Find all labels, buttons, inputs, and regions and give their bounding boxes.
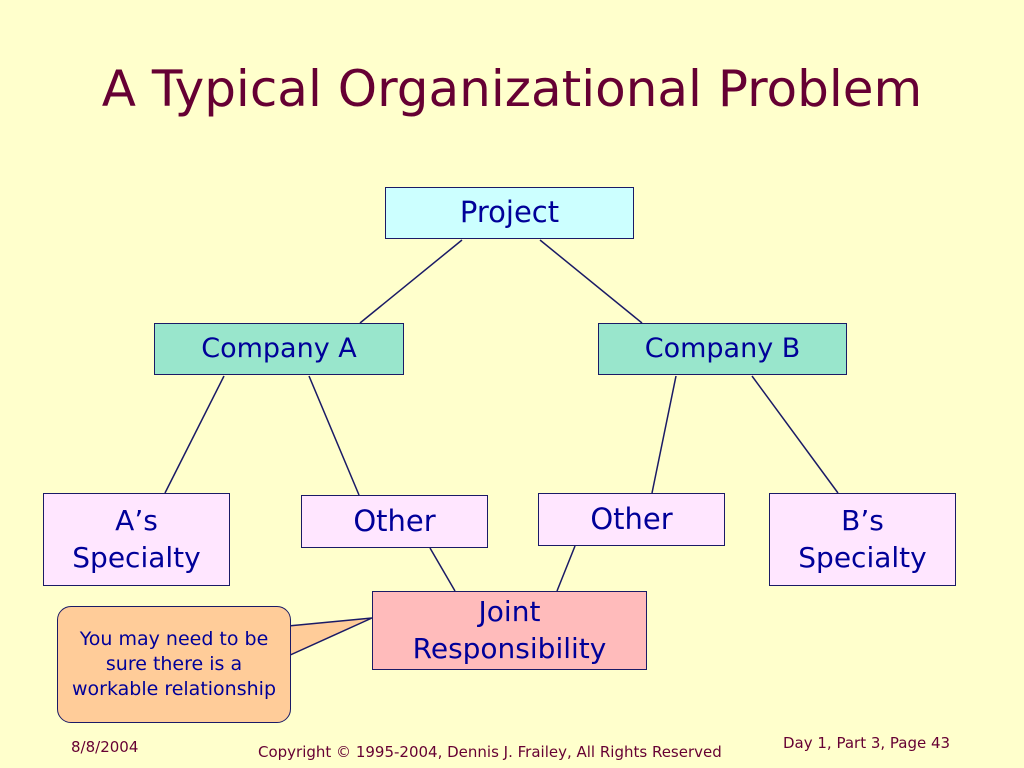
edge-company-a-other <box>308 375 360 496</box>
edge-project-company-a <box>359 239 463 324</box>
edge-company-b-b-specialty <box>751 375 839 494</box>
edge-other-a-joint <box>429 547 456 592</box>
callout-pointer <box>287 617 373 658</box>
node-company-b-label: Company B <box>644 333 801 365</box>
node-project: Project <box>385 187 634 239</box>
callout-text: You may need to be sure there is a worka… <box>71 627 277 701</box>
edge-other-b-joint <box>556 545 576 592</box>
edge-company-a-a-specialty <box>164 375 225 494</box>
edge-project-company-b <box>539 239 643 324</box>
node-other-a: Other <box>301 495 488 548</box>
node-a-specialty-label: A’s Specialty <box>72 504 201 574</box>
node-company-b: Company B <box>598 323 847 375</box>
callout-note: You may need to be sure there is a worka… <box>57 606 291 723</box>
node-b-specialty-label: B’s Specialty <box>798 504 927 574</box>
node-other-b-label: Other <box>590 501 673 536</box>
node-b-specialty: B’s Specialty <box>769 493 956 586</box>
slide-title: A Typical Organizational Problem <box>101 60 923 118</box>
node-project-label: Project <box>459 195 560 230</box>
node-a-specialty: A’s Specialty <box>43 493 230 586</box>
footer-copyright: Copyright © 1995-2004, Dennis J. Frailey… <box>258 743 722 761</box>
node-other-a-label: Other <box>353 503 436 538</box>
node-joint-responsibility: Joint Responsibility <box>372 591 647 670</box>
footer-page-number: Day 1, Part 3, Page 43 <box>783 734 951 752</box>
edge-company-b-other <box>651 375 677 494</box>
footer-date: 8/8/2004 <box>71 738 139 756</box>
node-company-a-label: Company A <box>201 333 357 365</box>
node-other-b: Other <box>538 493 725 546</box>
node-joint-label: Joint Responsibility <box>412 595 607 665</box>
node-company-a: Company A <box>154 323 404 375</box>
